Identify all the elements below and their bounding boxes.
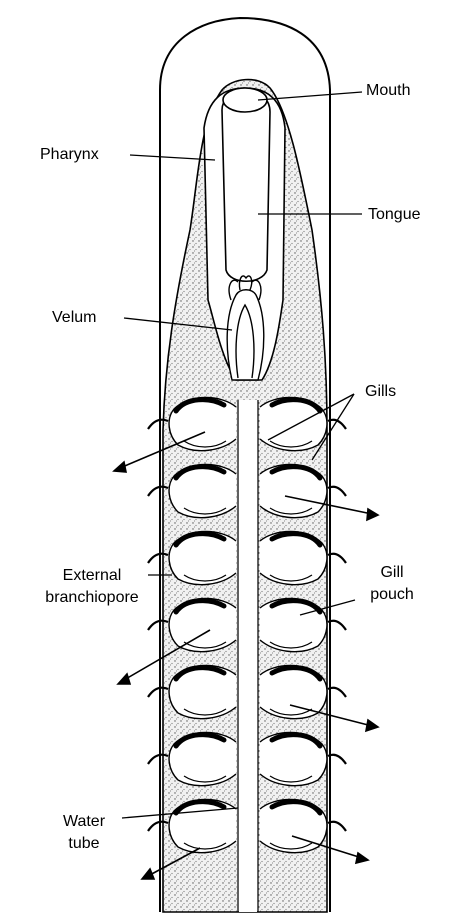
tongue-shape <box>222 92 270 281</box>
label-external-line1: External <box>40 566 144 585</box>
label-tongue: Tongue <box>368 205 421 224</box>
label-gills: Gills <box>365 382 396 401</box>
gill-pouch-right <box>260 532 346 585</box>
label-pharynx: Pharynx <box>40 145 99 164</box>
label-velum: Velum <box>52 308 96 327</box>
gill-pouch-right <box>260 465 346 518</box>
label-mouth: Mouth <box>366 81 410 100</box>
gill-pouch-right <box>260 733 346 786</box>
label-water-tube-line1: Water <box>54 812 114 831</box>
label-external-line2: branchiopore <box>40 588 144 607</box>
label-gill-pouch-line2: pouch <box>362 585 422 604</box>
gill-pouch-right <box>260 800 346 853</box>
gill-pouch-right <box>260 666 346 719</box>
label-gill-pouch-line1: Gill <box>362 563 422 582</box>
water-tube-interior <box>239 400 257 912</box>
label-water-tube-line2: tube <box>54 834 114 853</box>
